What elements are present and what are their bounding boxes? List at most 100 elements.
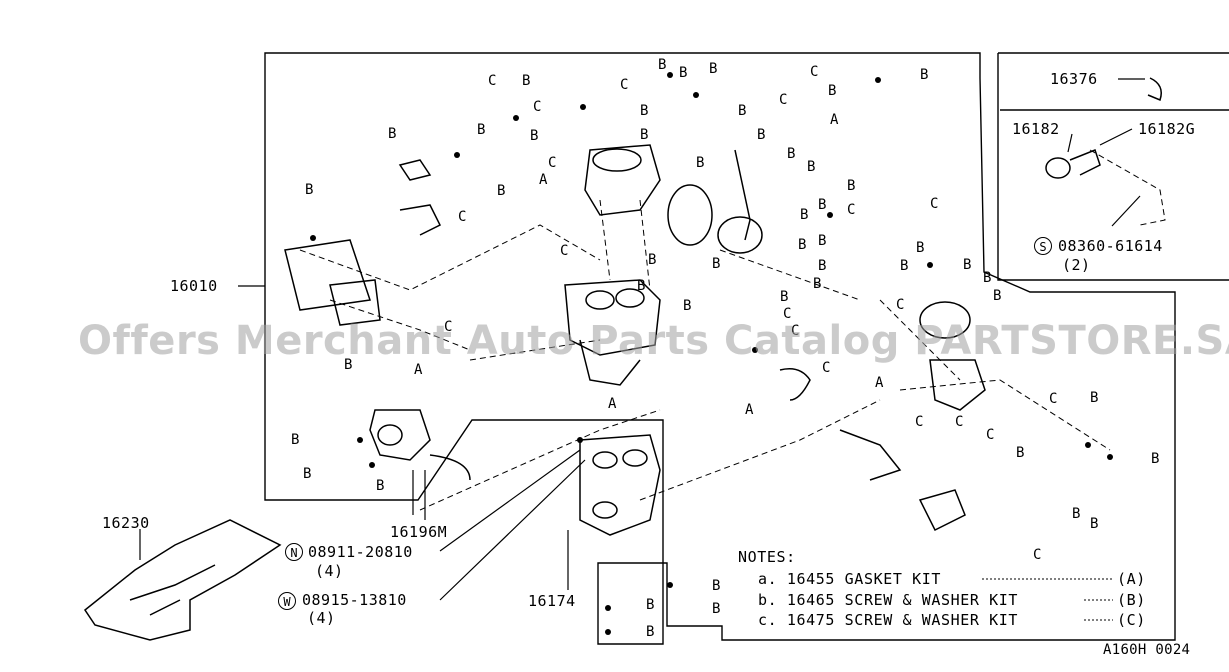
part-number-16196m: 16196M xyxy=(390,523,448,541)
part-number-08911: 08911-20810 xyxy=(308,543,413,561)
watermark-text: Offers Merchant Auto Parts Catalog PARTS… xyxy=(78,318,1229,364)
choke-housing xyxy=(369,409,431,461)
note-b: b. 16465 SCREW & WASHER KIT xyxy=(758,591,1019,609)
callout-a: A xyxy=(539,172,548,188)
callout-b: B xyxy=(1072,506,1081,522)
callout-c: C xyxy=(620,77,629,93)
callout-c: C xyxy=(955,414,964,430)
note-c-code: (C) xyxy=(1117,611,1146,629)
carburetor-body xyxy=(564,279,661,356)
insulator-16230 xyxy=(83,519,282,641)
note-c: c. 16475 SCREW & WASHER KIT xyxy=(758,611,1019,629)
callout-a: A xyxy=(875,375,884,391)
callout-c: C xyxy=(533,99,542,115)
callout-b: B xyxy=(530,128,539,144)
callout-a: A xyxy=(745,402,754,418)
qty-08915: (4) xyxy=(307,609,336,627)
air-horn xyxy=(584,144,661,216)
callout-b: B xyxy=(983,270,992,286)
callout-b: B xyxy=(291,432,300,448)
note-a-code: (A) xyxy=(1117,570,1146,588)
callout-b: B xyxy=(828,83,837,99)
callout-b: B xyxy=(818,258,827,274)
callout-b: B xyxy=(640,127,649,143)
callout-c: C xyxy=(444,319,453,335)
callout-c: C xyxy=(783,306,792,322)
callout-b: B xyxy=(712,578,721,594)
callout-b: B xyxy=(963,257,972,273)
callout-a: A xyxy=(414,362,423,378)
callout-b: B xyxy=(1090,390,1099,406)
callout-b: B xyxy=(637,278,646,294)
callout-c: C xyxy=(986,427,995,443)
callout-b: B xyxy=(920,67,929,83)
callout-b: B xyxy=(305,182,314,198)
diagram-code: A160H 0024 xyxy=(1103,642,1191,658)
callout-b: B xyxy=(798,237,807,253)
callout-b: B xyxy=(376,478,385,494)
qty-08911: (4) xyxy=(315,562,344,580)
callout-c: C xyxy=(791,323,800,339)
main-assembly-frame xyxy=(264,52,1176,645)
callout-b: B xyxy=(757,127,766,143)
callout-c: C xyxy=(896,297,905,313)
nut-symbol-n: N xyxy=(285,543,303,561)
callout-b: B xyxy=(522,73,531,89)
callout-b: B xyxy=(497,183,506,199)
callout-c: C xyxy=(810,64,819,80)
callout-b: B xyxy=(712,601,721,617)
callout-c: C xyxy=(548,155,557,171)
part-number-08360: 08360-61614 xyxy=(1058,237,1163,255)
callout-b: B xyxy=(303,466,312,482)
callout-c: C xyxy=(1049,391,1058,407)
callout-c: C xyxy=(1033,547,1042,563)
diaphragm-cover xyxy=(929,359,986,411)
callout-b: B xyxy=(847,178,856,194)
part-number-16376: 16376 xyxy=(1050,70,1098,88)
callout-c: C xyxy=(560,243,569,259)
callout-b: B xyxy=(807,159,816,175)
callout-b: B xyxy=(900,258,909,274)
throttle-body xyxy=(579,434,661,536)
callout-b: B xyxy=(648,252,657,268)
part-number-08915: 08915-13810 xyxy=(302,591,407,609)
callout-b: B xyxy=(1090,516,1099,532)
callout-c: C xyxy=(458,209,467,225)
qty-08360: (2) xyxy=(1062,256,1091,274)
callout-b: B xyxy=(679,65,688,81)
part-number-16230: 16230 xyxy=(102,514,150,532)
callout-b: B xyxy=(646,624,655,640)
callout-b: B xyxy=(1151,451,1160,467)
callout-b: B xyxy=(818,233,827,249)
callout-b: B xyxy=(818,197,827,213)
callout-c: C xyxy=(488,73,497,89)
callout-b: B xyxy=(696,155,705,171)
callout-b: B xyxy=(712,256,721,272)
callout-c: C xyxy=(915,414,924,430)
notes-title: NOTES: xyxy=(738,548,796,566)
callout-b: B xyxy=(683,298,692,314)
callout-b: B xyxy=(646,597,655,613)
callout-b: B xyxy=(709,61,718,77)
callout-c: C xyxy=(847,202,856,218)
gasket-plate xyxy=(284,239,371,311)
callout-b: B xyxy=(477,122,486,138)
callout-b: B xyxy=(780,289,789,305)
callout-c: C xyxy=(779,92,788,108)
callout-b: B xyxy=(800,207,809,223)
washer-symbol-w: W xyxy=(278,592,296,610)
note-b-code: (B) xyxy=(1117,591,1146,609)
callout-b: B xyxy=(640,103,649,119)
callout-b: B xyxy=(916,240,925,256)
note-a: a. 16455 GASKET KIT xyxy=(758,570,941,588)
callout-a: A xyxy=(608,396,617,412)
callout-b: B xyxy=(344,357,353,373)
callout-b: B xyxy=(787,146,796,162)
callout-b: B xyxy=(993,288,1002,304)
callout-b: B xyxy=(738,103,747,119)
screw-symbol-s: S xyxy=(1034,237,1052,255)
callout-b: B xyxy=(388,126,397,142)
part-number-16174: 16174 xyxy=(528,592,576,610)
